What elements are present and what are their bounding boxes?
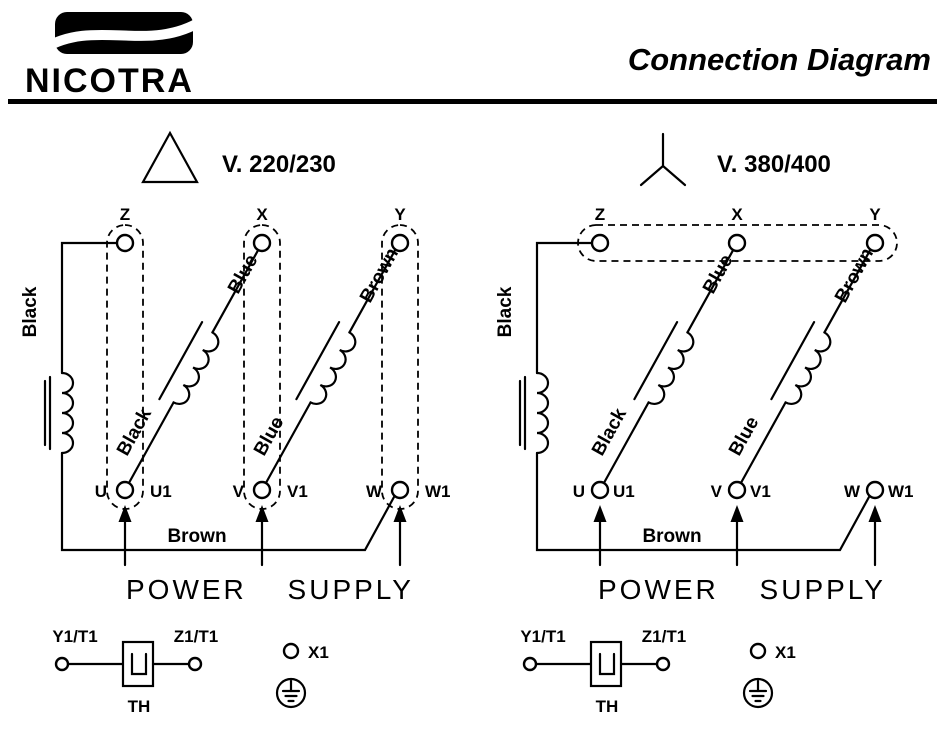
- terminal-label-v: V: [711, 482, 723, 501]
- star-icon: [639, 132, 687, 187]
- aux-terminal-z1t1: Z1/T1: [642, 627, 686, 646]
- power-supply-label: POWER SUPPLY: [598, 574, 886, 605]
- wires: [518, 241, 871, 552]
- aux-terminal-y1t1: Y1/T1: [520, 627, 565, 646]
- wire-color-w1-upper: Blue: [224, 251, 262, 297]
- aux-terminal-y1t1: Y1/T1: [52, 627, 97, 646]
- terminal-label-u1: U1: [150, 482, 172, 501]
- terminal-label-v1: V1: [750, 482, 771, 501]
- terminal-label-v1: V1: [287, 482, 308, 501]
- thermal-label: TH: [128, 697, 151, 716]
- ground-icon: [742, 677, 774, 709]
- wire-color-w1-lower: Black: [588, 405, 631, 460]
- voltage-label: V. 220/230: [222, 151, 336, 178]
- terminal-label-u1: U1: [613, 482, 635, 501]
- delta-diagram: V. 220/230 Z X Y U: [20, 130, 451, 716]
- brand-logo: NICOTRA: [25, 8, 225, 98]
- wire-color-w1-upper: Blue: [699, 251, 737, 297]
- delta-icon: [141, 130, 199, 184]
- terminal-label-u: U: [573, 482, 585, 501]
- terminal-label-v: V: [233, 482, 245, 501]
- nicotra-swoosh-icon: [42, 12, 206, 54]
- wires: [43, 241, 396, 552]
- wire-color-w2-upper: Brown: [356, 245, 403, 307]
- page-title: Connection Diagram: [627, 42, 931, 77]
- terminal-label-x: X: [731, 205, 743, 224]
- terminal-label-x: X: [256, 205, 268, 224]
- aux-row: Y1/T1 Z1/T1 TH X1: [520, 627, 795, 716]
- wire-color-bottom: Brown: [642, 526, 701, 547]
- star-diagram: V. 380/400 Z X Y U U1 V V: [495, 132, 914, 716]
- terminal-label-z: Z: [595, 205, 605, 224]
- wire-color-w2-upper: Brown: [831, 245, 878, 307]
- wire-color-left: Black: [495, 286, 516, 337]
- aux-row: Y1/T1 Z1/T1 TH X1: [52, 627, 328, 716]
- thermal-protector-icon: [66, 640, 190, 688]
- wire-color-left: Black: [20, 286, 41, 337]
- terminal-label-y: Y: [869, 205, 881, 224]
- terminal-label-y: Y: [394, 205, 406, 224]
- aux-terminal-z1t1: Z1/T1: [174, 627, 218, 646]
- terminals: [115, 233, 410, 500]
- brand-name: NICOTRA: [25, 62, 194, 100]
- wire-color-w1-lower: Black: [113, 405, 156, 460]
- power-supply-arrows: [117, 503, 408, 567]
- aux-terminal-x1: X1: [308, 643, 329, 662]
- terminal-label-w1: W1: [425, 482, 451, 501]
- terminal-label-u: U: [95, 482, 107, 501]
- terminal-label-w: W: [844, 482, 861, 501]
- power-supply-arrows: [592, 503, 883, 567]
- power-supply-label: POWER SUPPLY: [126, 574, 414, 605]
- terminal-label-z: Z: [120, 205, 130, 224]
- aux-terminal-x1: X1: [775, 643, 796, 662]
- header-rule: [8, 99, 937, 104]
- terminals: [590, 233, 885, 500]
- voltage-label: V. 380/400: [717, 151, 831, 178]
- thermal-label: TH: [596, 697, 619, 716]
- wire-color-bottom: Brown: [167, 526, 226, 547]
- terminal-label-w: W: [366, 482, 383, 501]
- terminal-label-w1: W1: [888, 482, 914, 501]
- ground-icon: [275, 677, 307, 709]
- thermal-protector-icon: [534, 640, 658, 688]
